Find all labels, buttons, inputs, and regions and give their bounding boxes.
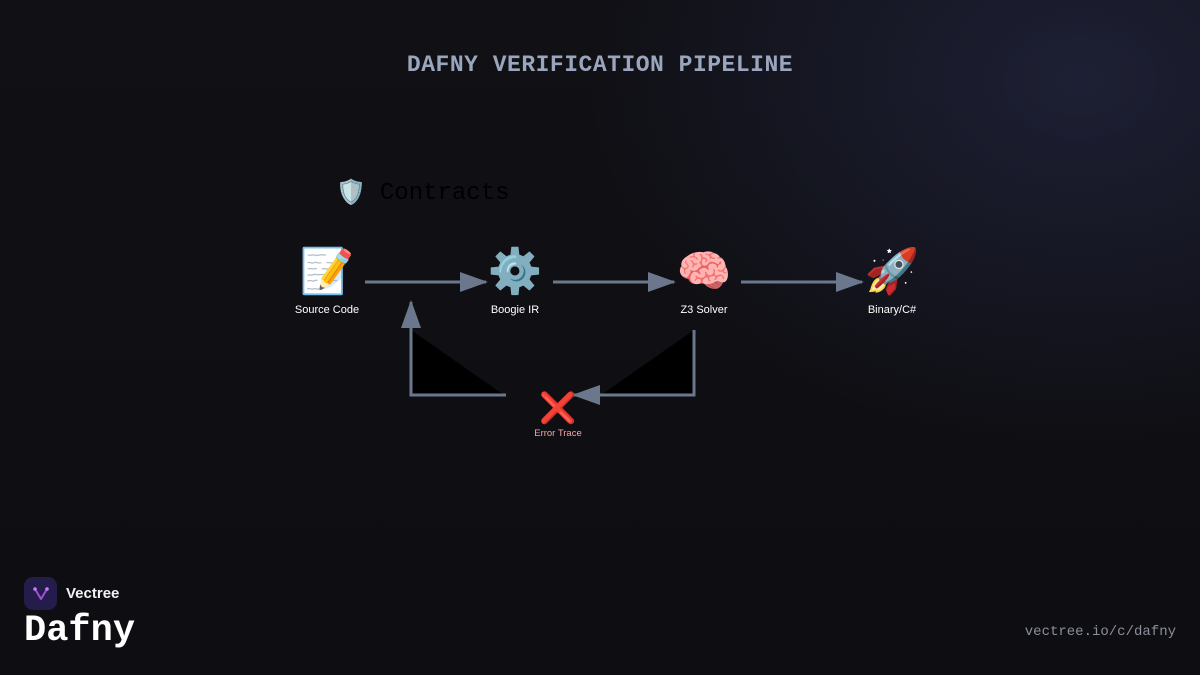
arrow-z3-to-error <box>572 330 696 405</box>
shield-icon: 🛡️ <box>336 181 366 208</box>
node-label: Z3 Solver <box>680 304 728 316</box>
node-label: Source Code <box>294 304 360 316</box>
gear-icon: ⚙️ <box>487 247 543 296</box>
node-source-code: 📝 Source Code <box>267 246 387 316</box>
node-boogie-ir: ⚙️ Boogie IR <box>455 246 575 316</box>
feedback-fill-left <box>411 330 504 395</box>
brand: Vectree <box>24 577 119 610</box>
contracts-label: 🛡️ Contracts <box>336 178 510 209</box>
node-label: Boogie IR <box>490 304 540 316</box>
vectree-logo-icon <box>24 577 57 610</box>
footer-url[interactable]: vectree.io/c/dafny <box>1024 624 1176 640</box>
memo-icon: 📝 <box>299 247 355 296</box>
node-error-trace: ❌ Error Trace <box>498 392 618 439</box>
cross-mark-icon: ❌ <box>539 392 577 425</box>
node-label: Error Trace <box>534 428 582 439</box>
brand-name: Vectree <box>66 585 120 602</box>
contracts-text: Contracts <box>379 179 510 207</box>
page-title: DAFNY VERIFICATION PIPELINE <box>406 52 794 78</box>
brain-icon: 🧠 <box>676 247 732 296</box>
node-label: Binary/C# <box>867 304 917 316</box>
product-name: Dafny <box>24 610 136 652</box>
rocket-icon: 🚀 <box>864 247 920 296</box>
node-binary: 🚀 Binary/C# <box>832 246 952 316</box>
node-z3-solver: 🧠 Z3 Solver <box>644 246 764 316</box>
feedback-fill-right <box>601 330 694 395</box>
arrow-error-to-source <box>401 300 506 397</box>
